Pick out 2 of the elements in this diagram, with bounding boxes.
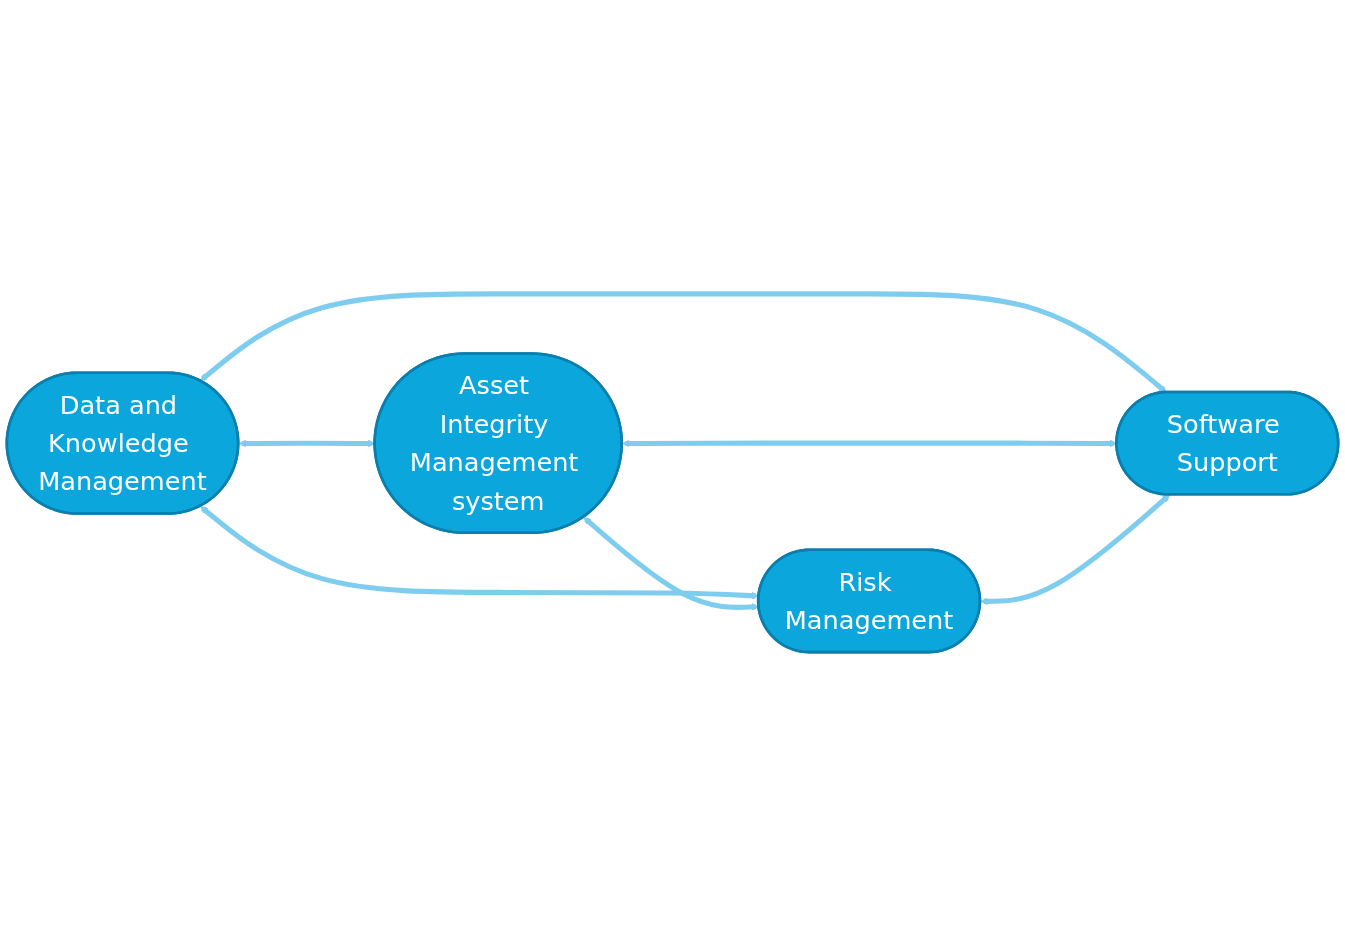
arrow: [200, 290, 1167, 393]
arrow: [980, 493, 1170, 605]
